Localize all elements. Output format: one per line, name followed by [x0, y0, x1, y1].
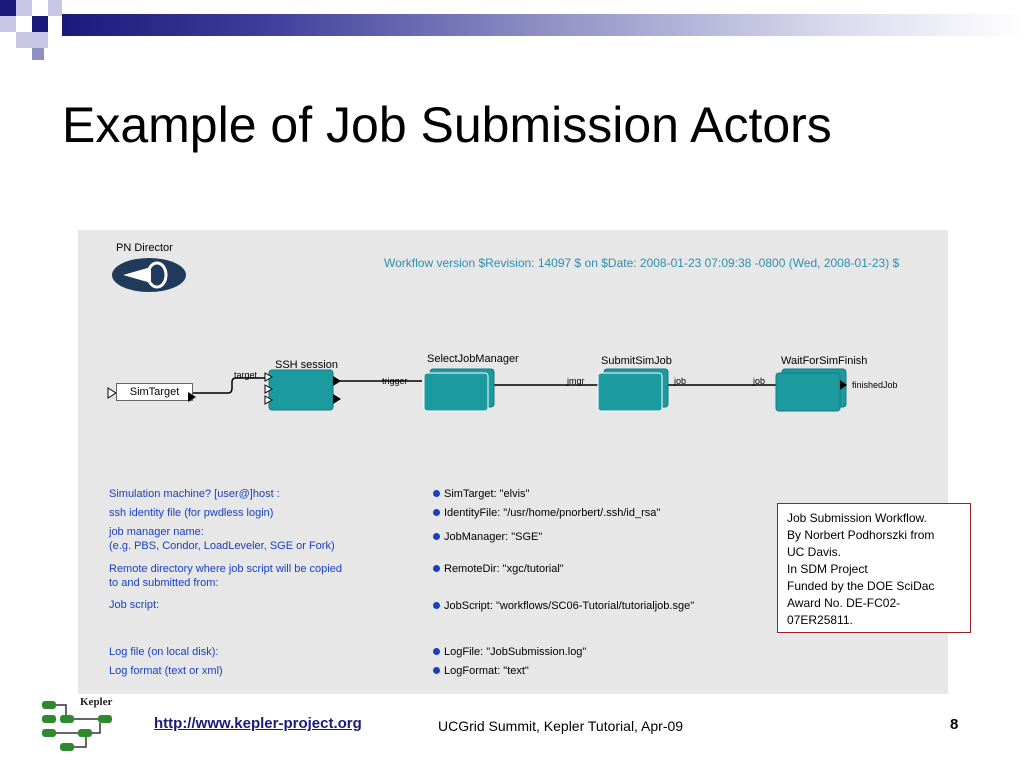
bullet-icon: [433, 601, 440, 609]
port-target-label: target: [234, 370, 258, 380]
wait-for-sim-finish-label: WaitForSimFinish: [781, 355, 868, 367]
param-simtarget[interactable]: SimTarget: "elvis": [433, 488, 529, 500]
port-jmgr-label: jmgr: [567, 376, 585, 386]
port-job-out-label: job: [674, 376, 687, 386]
param-logformat[interactable]: LogFormat: "text": [433, 665, 529, 677]
bullet-icon: [433, 647, 440, 655]
submit-sim-job-label: SubmitSimJob: [601, 355, 672, 367]
bullet-icon: [433, 489, 440, 497]
simtarget-port-icon: [107, 386, 117, 404]
port-finished-job-label: finishedJob: [852, 380, 898, 390]
port-job-in-label: job: [753, 376, 766, 386]
bullet-icon: [433, 508, 440, 516]
workflow-graph: [192, 368, 847, 412]
note-line: Funded by the DOE SciDac: [787, 579, 935, 593]
actor-ssh-session: [264, 369, 341, 411]
bullet-icon: [433, 564, 440, 572]
param-description: Remote directory where job script will b…: [109, 563, 342, 575]
simtarget-out-port-icon: [188, 389, 196, 407]
param-description: Simulation machine? [user@]host :: [109, 488, 280, 500]
param-logfile[interactable]: LogFile: "JobSubmission.log": [433, 646, 586, 658]
param-description: Job script:: [109, 599, 160, 611]
workflow-version: Workflow version $Revision: 14097 $ on $…: [384, 256, 900, 270]
param-jobmanager[interactable]: JobManager: "SGE": [433, 531, 542, 543]
page-number: 8: [950, 716, 959, 733]
slide-title: Example of Job Submission Actors: [62, 97, 832, 153]
param-remotedir[interactable]: RemoteDir: "xgc/tutorial": [433, 563, 564, 575]
note-line: UC Davis.: [787, 545, 842, 559]
note-line: By Norbert Podhorszki from: [787, 528, 935, 542]
footer-caption: UCGrid Summit, Kepler Tutorial, Apr-09: [438, 718, 684, 734]
simtarget-actor[interactable]: SimTarget: [116, 383, 193, 401]
annotation-note[interactable]: Job Submission Workflow. By Norbert Podh…: [777, 503, 971, 633]
bullet-icon: [433, 666, 440, 674]
kepler-logo-icon: [42, 701, 112, 751]
param-description: ssh identity file (for pwdless login): [109, 507, 274, 519]
port-trigger-label: trigger: [382, 376, 408, 386]
param-description: to and submitted from:: [109, 577, 219, 589]
note-line: Award No. DE-FC02-: [787, 596, 901, 610]
param-description: job manager name:: [109, 526, 204, 538]
director-icon[interactable]: [111, 257, 187, 293]
note-line: In SDM Project: [787, 562, 868, 576]
param-identityfile[interactable]: IdentityFile: "/usr/home/pnorbert/.ssh/i…: [433, 507, 660, 519]
ssh-session-label: SSH session: [275, 359, 338, 371]
param-jobscript[interactable]: JobScript: "workflows/SC06-Tutorial/tuto…: [433, 600, 694, 612]
actor-wait-for-sim-finish: [775, 368, 847, 412]
note-line: 07ER25811.: [787, 613, 853, 627]
param-description: Log format (text or xml): [109, 665, 223, 677]
director-label: PN Director: [116, 242, 173, 254]
kepler-logo-text: Kepler: [80, 696, 113, 708]
note-line: Job Submission Workflow.: [787, 511, 927, 525]
bullet-icon: [433, 532, 440, 540]
header-decoration: [0, 0, 1024, 62]
select-job-manager-label: SelectJobManager: [427, 353, 519, 365]
actor-select-job-manager: [423, 368, 495, 412]
footer-link[interactable]: http://www.kepler-project.org: [154, 715, 362, 732]
workflow-canvas: PN Director Workflow version $Revision: …: [78, 230, 948, 694]
actor-submit-sim-job: [597, 368, 669, 412]
param-description: Log file (on local disk):: [109, 646, 219, 658]
param-description: (e.g. PBS, Condor, LoadLeveler, SGE or F…: [109, 540, 335, 552]
